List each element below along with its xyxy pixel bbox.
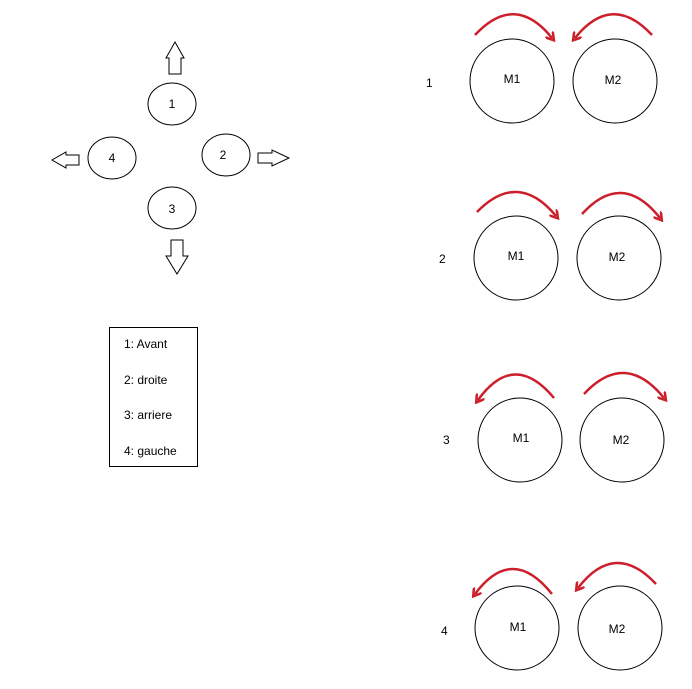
motor-m1-label: M1 [504,72,521,86]
motor-m1 [474,585,560,671]
counterclockwise-arrow-icon [475,567,553,594]
motor-m1 [469,38,555,124]
motor-row-1: 1 M1 M2 [426,13,658,124]
motor-m2 [579,397,665,483]
legend-item: 4: gauche [124,444,177,458]
motor-m1-label: M1 [508,249,525,263]
motor-rows: 1 M1 M2 2 M1 M2 3 M1 M2 [426,13,665,671]
direction-node-3: 3 [147,186,197,230]
arrow-up-icon [165,40,185,75]
arrow-right-icon [257,149,291,167]
motor-m2 [576,215,662,301]
legend-box: 1: Avant 2: droite 3: arriere 4: gauche [109,327,198,467]
direction-node-label: 3 [169,202,176,216]
direction-node-1: 1 [147,82,197,126]
direction-node-label: 1 [169,97,176,111]
direction-node-label: 4 [109,151,116,165]
motor-m1 [473,215,559,301]
counterclockwise-arrow-icon [575,13,653,38]
direction-node-4: 4 [87,136,137,180]
direction-node-label: 2 [220,148,227,162]
clockwise-arrow-icon [474,13,552,38]
motor-m1-label: M1 [510,620,527,634]
legend-item: 2: droite [124,373,168,387]
motor-m1 [477,397,563,483]
legend-item: 3: arriere [124,408,173,422]
legend-item: 1: Avant [124,337,168,351]
row-index: 4 [441,624,448,638]
motor-m2-label: M2 [609,250,626,264]
row-index: 3 [443,433,450,447]
motor-m1-label: M1 [513,431,530,445]
motor-m2-label: M2 [613,433,630,447]
motor-m2-label: M2 [609,622,626,636]
clockwise-arrow-icon [583,371,664,398]
motor-m2 [572,38,658,124]
direction-node-2: 2 [201,133,251,177]
row-index: 2 [439,252,446,266]
motor-m2-label: M2 [605,73,622,87]
direction-pad: 1 2 3 4 [50,40,291,275]
clockwise-arrow-icon [476,190,556,216]
counterclockwise-arrow-icon [478,373,555,400]
clockwise-arrow-icon [581,191,660,218]
motor-row-3: 3 M1 M2 [443,371,665,483]
motor-row-2: 2 M1 M2 [439,190,662,301]
motor-row-4: 4 M1 M2 [441,561,663,671]
arrow-down-icon [165,239,189,275]
arrow-left-icon [50,151,80,169]
row-index: 1 [426,76,433,90]
motor-m2 [577,585,663,671]
counterclockwise-arrow-icon [578,561,657,588]
